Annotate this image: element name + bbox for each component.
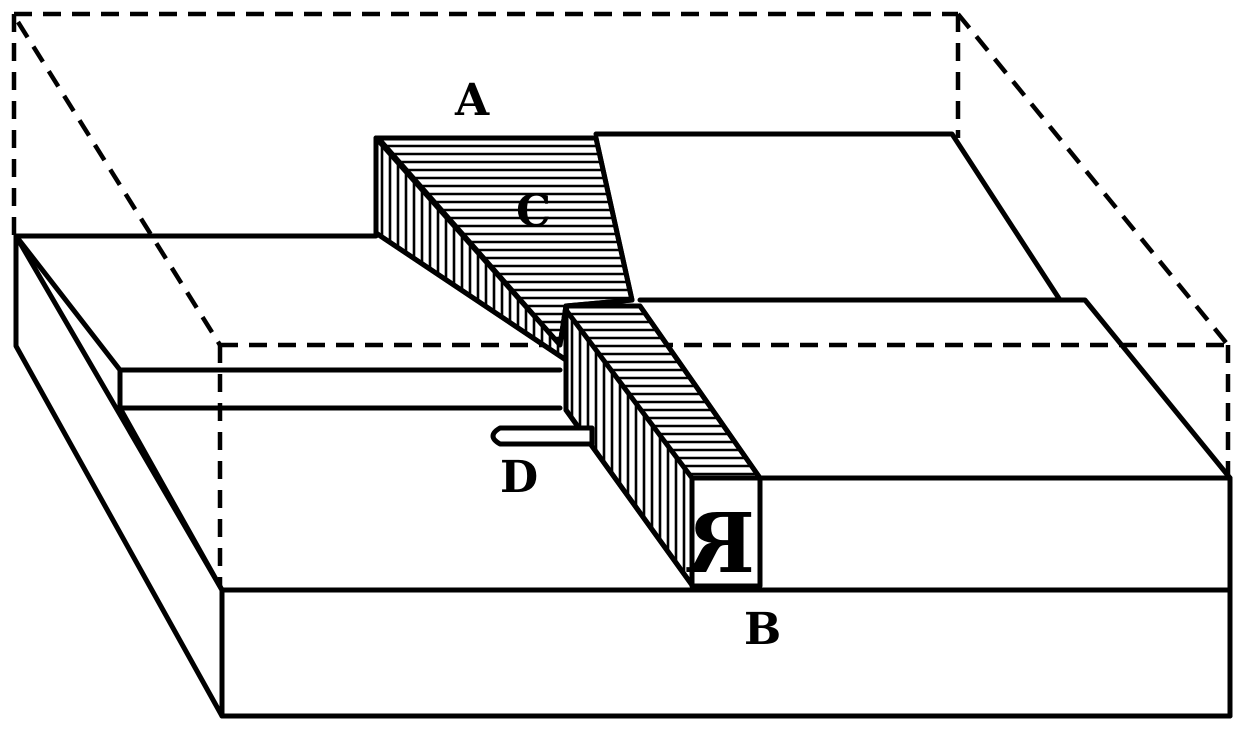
label-d: D [500, 452, 538, 503]
base-slab [13, 233, 1233, 719]
reversed-letter-glyph: R [686, 496, 755, 592]
label-c: C [516, 186, 551, 237]
label-b: B [744, 604, 781, 655]
type-face-end: R [686, 475, 763, 592]
right-block [593, 131, 1233, 719]
label-a: A [454, 75, 490, 126]
nick-d [490, 425, 595, 447]
slab-left-side [13, 233, 225, 719]
slab-front-face [219, 587, 1233, 719]
dashed-outline [11, 11, 1231, 590]
